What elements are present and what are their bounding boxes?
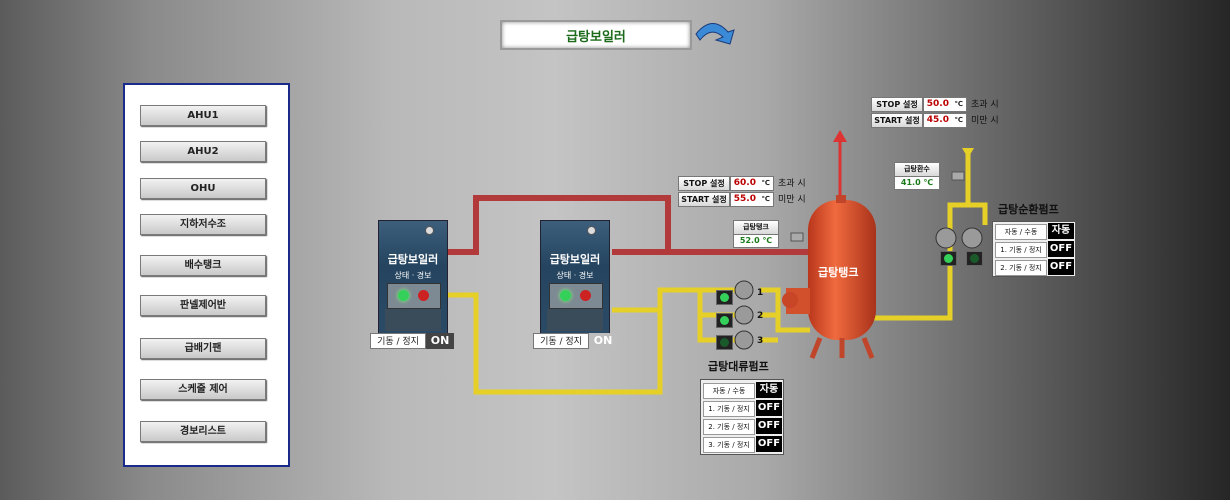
menu-button-underground-tank[interactable]: 지하저수조 [140,214,266,235]
circulation-pump-2-lamp [966,251,983,266]
pump-number: 3 [757,336,764,346]
boiler-2-control-label: 기동 / 정지 [533,333,589,349]
convection-pump-bodies [734,280,754,350]
status-lamp-icon [560,290,571,301]
alarm-lamp-icon [418,290,429,301]
return-temp-tag: 급탕환수 [894,162,940,177]
page-title-frame: 급탕보일러 [500,20,692,50]
boiler-2-control-value[interactable]: ON [589,333,617,349]
circulation-pump-caption: 급탕순환펌프 [998,203,1059,216]
knob-icon [587,226,596,235]
convection-pump-2-lamp [716,313,733,328]
boiler-2-control[interactable]: 기동 / 정지 ON [533,333,617,349]
back-button[interactable] [692,20,736,48]
boiler-status-label: 상태 · 경보 [556,271,594,280]
circulation-pump-1-lamp [940,251,957,266]
circulation-pump-bodies [935,227,983,249]
return-stop-setpoint[interactable]: STOP 설정 50.0℃ 초과 시 [871,97,999,112]
pump-number: 2 [757,311,764,321]
boiler-1-control-value[interactable]: ON [426,333,454,349]
convection-pump-1-lamp [716,290,733,305]
menu-button-panel-control[interactable]: 판넬제어반 [140,295,266,316]
boiler-status-label: 상태 · 경보 [394,271,432,280]
boiler-lamp-panel [549,283,603,309]
boiler-1-control[interactable]: 기동 / 정지 ON [370,333,454,349]
back-arrow-icon [695,23,735,45]
alarm-lamp-icon [580,290,591,301]
convection-pump-caption: 급탕대류펌프 [708,360,769,373]
tank-temp-tag: 급탕탱크 [733,220,779,235]
menu-button-schedule[interactable]: 스케줄 제어 [140,379,266,400]
return-start-setpoint[interactable]: START 설정 45.0℃ 미만 시 [871,113,999,128]
hot-water-pipe [446,195,810,255]
boiler-lamp-panel [387,283,441,309]
hot-water-tank [782,195,876,359]
return-temp-value: 41.0 ℃ [894,176,940,190]
status-lamp-icon [398,290,409,301]
pump-number: 1 [757,288,764,298]
boiler-name: 급탕보일러 [549,253,601,266]
menu-button-alarm-list[interactable]: 경보리스트 [140,421,266,442]
boiler-unit-2[interactable]: 급탕보일러 상태 · 경보 [540,220,610,336]
tank-temp-value: 52.0 ℃ [733,234,779,248]
boiler-unit-1[interactable]: 급탕보일러 상태 · 경보 [378,220,448,336]
knob-icon [425,226,434,235]
return-setpoint-panel: STOP 설정 50.0℃ 초과 시 START 설정 45.0℃ 미만 시 [871,97,1021,129]
tank-label: 급탕탱크 [818,266,859,279]
tank-setpoint-panel: STOP 설정 60.0℃ 초과 시 START 설정 55.0℃ 미만 시 [678,176,828,208]
menu-button-drain-tank[interactable]: 배수탱크 [140,255,266,276]
menu-button-ahu2[interactable]: AHU2 [140,141,266,162]
navigation-menu: AHU1 AHU2 OHU 지하저수조 배수탱크 판넬제어반 급배기팬 스케줄 … [123,83,290,467]
convection-pump-3-lamp [716,335,733,350]
boiler-name: 급탕보일러 [387,253,439,266]
boiler-1-control-label: 기동 / 정지 [370,333,426,349]
tank-start-setpoint[interactable]: START 설정 55.0℃ 미만 시 [678,192,806,207]
tank-stop-setpoint[interactable]: STOP 설정 60.0℃ 초과 시 [678,176,806,191]
menu-button-ahu1[interactable]: AHU1 [140,105,266,126]
menu-button-ohu[interactable]: OHU [140,178,266,199]
page-title: 급탕보일러 [566,30,626,45]
menu-button-exhaust-fan[interactable]: 급배기팬 [140,338,266,359]
